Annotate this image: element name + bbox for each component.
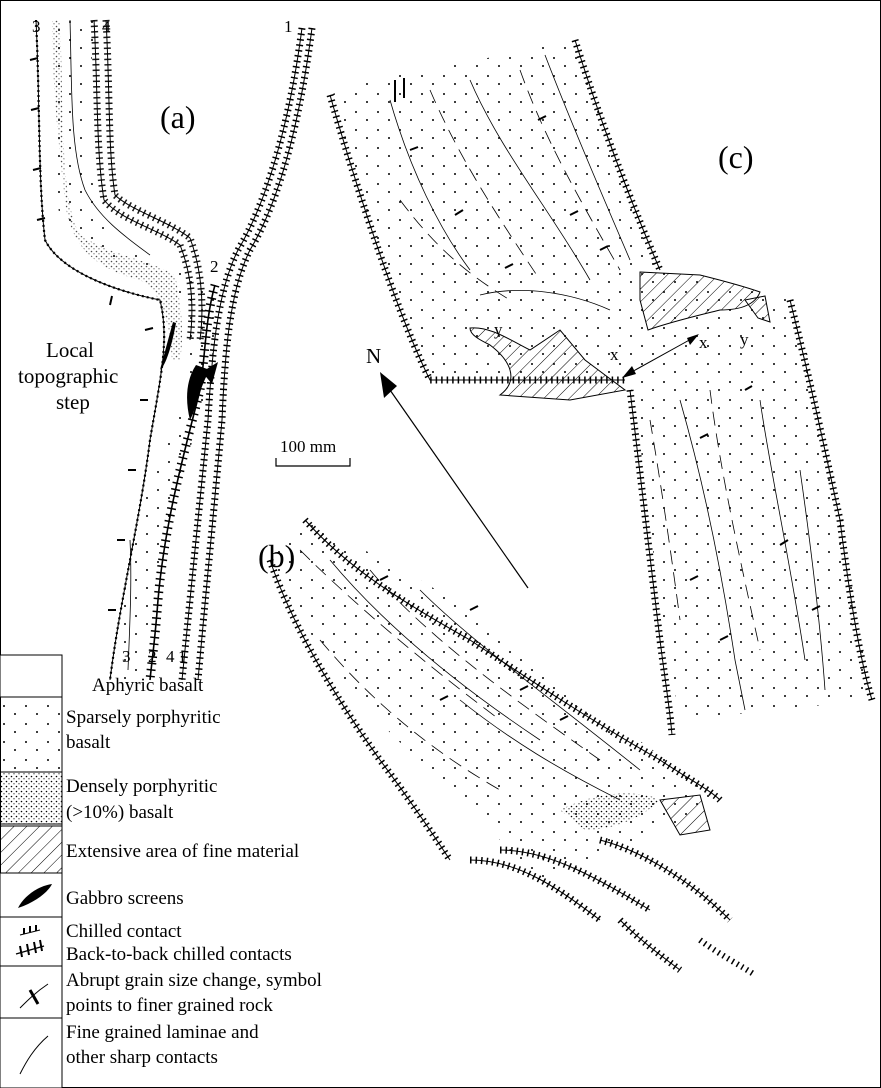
legend-label-chilled-2: Back-to-back chilled contacts [66, 944, 292, 965]
step-label-line-1: Local [46, 338, 94, 362]
legend-label-laminae-2: other sharp contacts [66, 1047, 218, 1068]
dyke-number-2-top: 2 [210, 257, 219, 276]
dyke-number-2-bottom: 2 [148, 647, 157, 666]
step-label-line-3: step [56, 390, 90, 414]
marker-y-right: y [740, 330, 749, 349]
legend-label-sparse-2: basalt [66, 732, 111, 753]
legend-label-dense-1: Densely porphyritic [66, 776, 217, 797]
legend-label-grain-2: points to finer grained rock [66, 995, 273, 1016]
legend-item-grain-size: Abrupt grain size change, symbol points … [0, 966, 322, 1018]
legend: Aphyric basalt Sparsely porphyritic basa… [0, 655, 322, 1088]
legend-item-dense: Densely porphyritic (>10%) basalt [0, 772, 217, 824]
scale-bar-label: 100 mm [280, 437, 336, 456]
legend-item-fine-material: Extensive area of fine material [0, 826, 299, 873]
north-label: N [366, 344, 381, 368]
legend-item-sparse: Sparsely porphyritic basalt [0, 697, 221, 772]
legend-label-chilled-1: Chilled contact [66, 921, 182, 942]
panel-a-map: Local topographic step 3 4 1 2 3 2 4 1 (… [18, 17, 312, 680]
dyke-number-4-top: 4 [102, 17, 111, 36]
marker-x-left: x [610, 345, 619, 364]
legend-label-grain-1: Abrupt grain size change, symbol [66, 970, 322, 991]
legend-item-laminae: Fine grained laminae and other sharp con… [0, 1018, 259, 1088]
legend-item-gabbro: Gabbro screens [0, 873, 184, 917]
panel-label-a: (a) [160, 99, 196, 135]
dyke-number-1-bottom: 1 [178, 647, 187, 666]
legend-label-aphyric: Aphyric basalt [92, 675, 204, 696]
dyke-number-3-bottom: 3 [122, 647, 131, 666]
legend-label-gabbro: Gabbro screens [66, 888, 184, 909]
dyke-number-3-top: 3 [32, 17, 41, 36]
scale-bar: 100 mm [276, 437, 350, 466]
legend-label-laminae-1: Fine grained laminae and [66, 1022, 259, 1043]
dyke-number-4-bottom: 4 [166, 647, 175, 666]
marker-x-right: x [699, 333, 708, 352]
legend-label-dense-2: (>10%) basalt [66, 802, 174, 823]
marker-y-left: y [494, 320, 503, 339]
panel-label-c: (c) [718, 139, 754, 175]
dyke-number-1-top: 1 [284, 17, 293, 36]
step-label-line-2: topographic [18, 364, 118, 388]
legend-label-fine-material: Extensive area of fine material [66, 841, 299, 862]
legend-label-sparse-1: Sparsely porphyritic [66, 707, 221, 728]
panel-label-b: (b) [258, 538, 295, 574]
legend-item-chilled: Chilled contact Back-to-back chilled con… [0, 917, 292, 966]
